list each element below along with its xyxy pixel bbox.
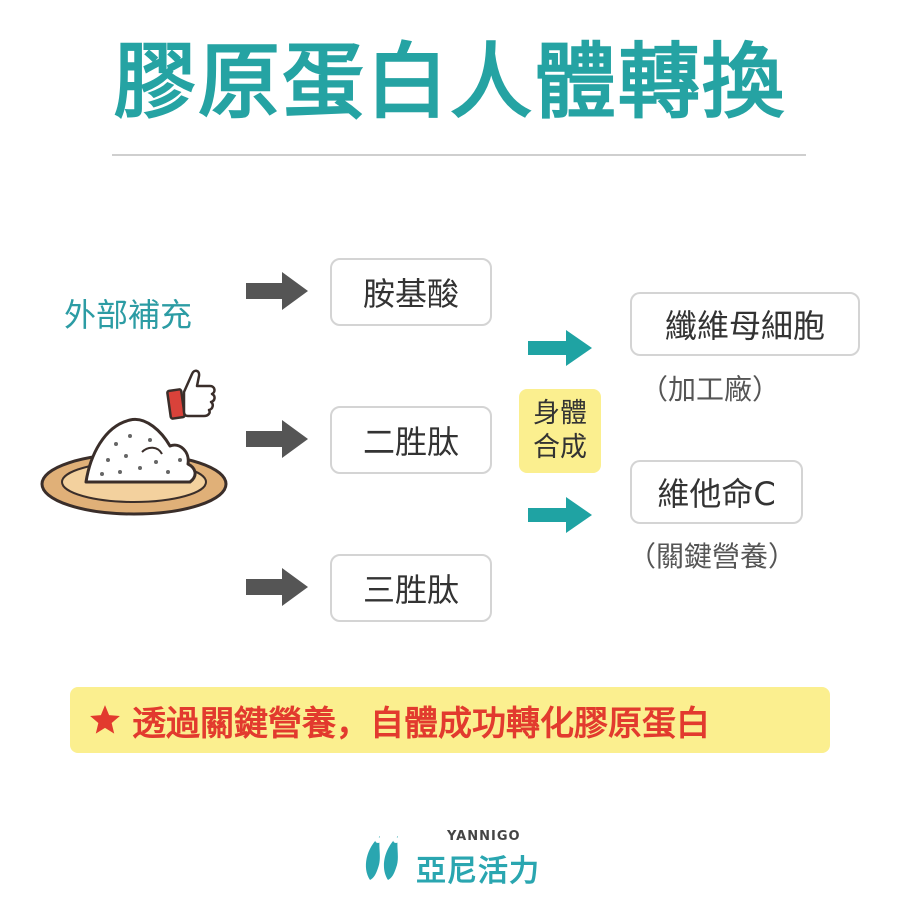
input-amino-acid: 胺基酸 (330, 258, 492, 326)
brand-name-zh: 亞尼活力 (416, 854, 540, 889)
synthesis-label-line1: 身體 (533, 398, 587, 430)
arrow-right-icon (246, 420, 308, 458)
page-title: 膠原蛋白人體轉換 (113, 35, 786, 130)
brand-logo-icon (365, 836, 399, 880)
star-icon (90, 705, 120, 734)
output-vitamin-c: 維他命C (630, 460, 803, 524)
source-label: 外部補充 (64, 296, 193, 334)
input-dipeptide: 二胜肽 (330, 406, 492, 474)
arrow-right-icon (246, 568, 308, 606)
output-fibroblast: 纖維母細胞 (630, 292, 860, 356)
thumbs-up-icon (166, 369, 216, 420)
output-vitamin-c-note: （關鍵營養） (628, 540, 797, 573)
output-fibroblast-note: （加工廠） (640, 373, 781, 406)
input-tripeptide: 三胜肽 (330, 554, 492, 622)
arrow-right-icon (246, 272, 308, 310)
title-divider (112, 154, 806, 156)
summary-banner: 透過關鍵營養，自體成功轉化膠原蛋白 (70, 687, 830, 753)
powder-bowl-icon (40, 417, 228, 516)
synthesis-label-line2: 合成 (533, 432, 587, 463)
summary-banner-text: 透過關鍵營養，自體成功轉化膠原蛋白 (132, 703, 710, 744)
arrow-right-icon (528, 330, 592, 366)
brand-name-en: YANNIGO (447, 829, 521, 844)
synthesis-badge: 身體 合成 (519, 389, 601, 473)
arrow-right-icon (528, 497, 592, 533)
